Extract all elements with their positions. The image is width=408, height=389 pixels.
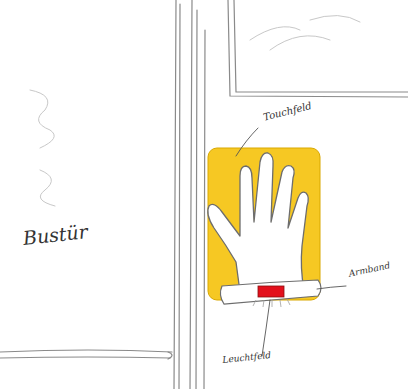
- frame-line: [196, 10, 197, 389]
- frame-line: [204, 30, 205, 389]
- door-edge: [174, 0, 176, 389]
- handrail-end: [168, 352, 172, 359]
- leader-line: [317, 286, 346, 289]
- callout-label: Leuchtfeld: [222, 351, 272, 366]
- touch-field: [208, 148, 320, 300]
- callout-label: Touchfeld: [262, 100, 313, 123]
- scribble: [40, 170, 55, 206]
- handrail: [0, 350, 172, 352]
- hand: [208, 153, 309, 292]
- handrail: [0, 357, 170, 358]
- glow-ticks: [253, 299, 290, 307]
- light-field: [258, 286, 284, 297]
- tick: [253, 299, 290, 307]
- leader-line: [262, 300, 270, 356]
- callout-label: Armband: [348, 261, 391, 279]
- door-edge: [179, 4, 180, 389]
- frame-corner: [234, 0, 408, 92]
- scribble: [30, 90, 54, 148]
- frame-corner: [228, 0, 408, 97]
- leader-line: [236, 128, 258, 156]
- frame-line: [190, 0, 192, 389]
- door-label: Bustür: [22, 221, 89, 249]
- leader-lines: [236, 128, 346, 356]
- scribble: [250, 15, 360, 50]
- arm-band: [220, 280, 321, 304]
